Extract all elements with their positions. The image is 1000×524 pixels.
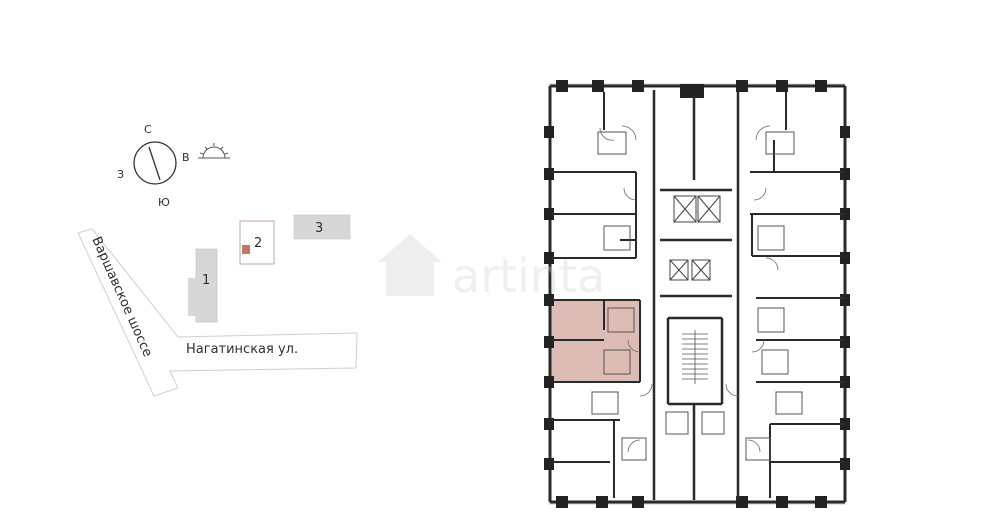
watermark-text: artinta [452,249,605,303]
building-2-label: 2 [254,236,262,251]
compass-needle [148,146,161,181]
compass-east-label: В [182,151,190,164]
right-partitions [750,92,845,498]
site-plan: Варшавское шоссе Нагатинская ул. 1 2 3 [77,214,358,397]
staircase [682,330,708,384]
building-1[interactable]: 1 [188,248,218,323]
building-2-marker [242,245,250,254]
compass-north-label: С [144,123,152,136]
compass: С В Ю З [117,123,230,209]
core-walls [652,90,740,500]
left-partitions [550,92,641,498]
house-icon [378,234,442,296]
sun-rise-icon [198,143,230,159]
interior-details [591,131,803,461]
road-outline [77,228,358,397]
door-swings [599,125,779,453]
structural-columns [544,80,850,508]
building-3-label: 3 [315,221,323,236]
compass-west-label: З [117,168,124,181]
floor-plan [544,80,850,508]
road-label-varshavskoe: Варшавское шоссе [88,235,155,360]
compass-ring [133,141,177,185]
building-3[interactable]: 3 [293,214,351,240]
compass-south-label: Ю [158,196,170,209]
building-1-label: 1 [202,273,210,288]
road-label-nagatinskaya: Нагатинская ул. [186,342,298,357]
building-2[interactable]: 2 [239,220,275,265]
watermark: artinta [378,234,605,303]
elevator-shafts [669,195,721,281]
